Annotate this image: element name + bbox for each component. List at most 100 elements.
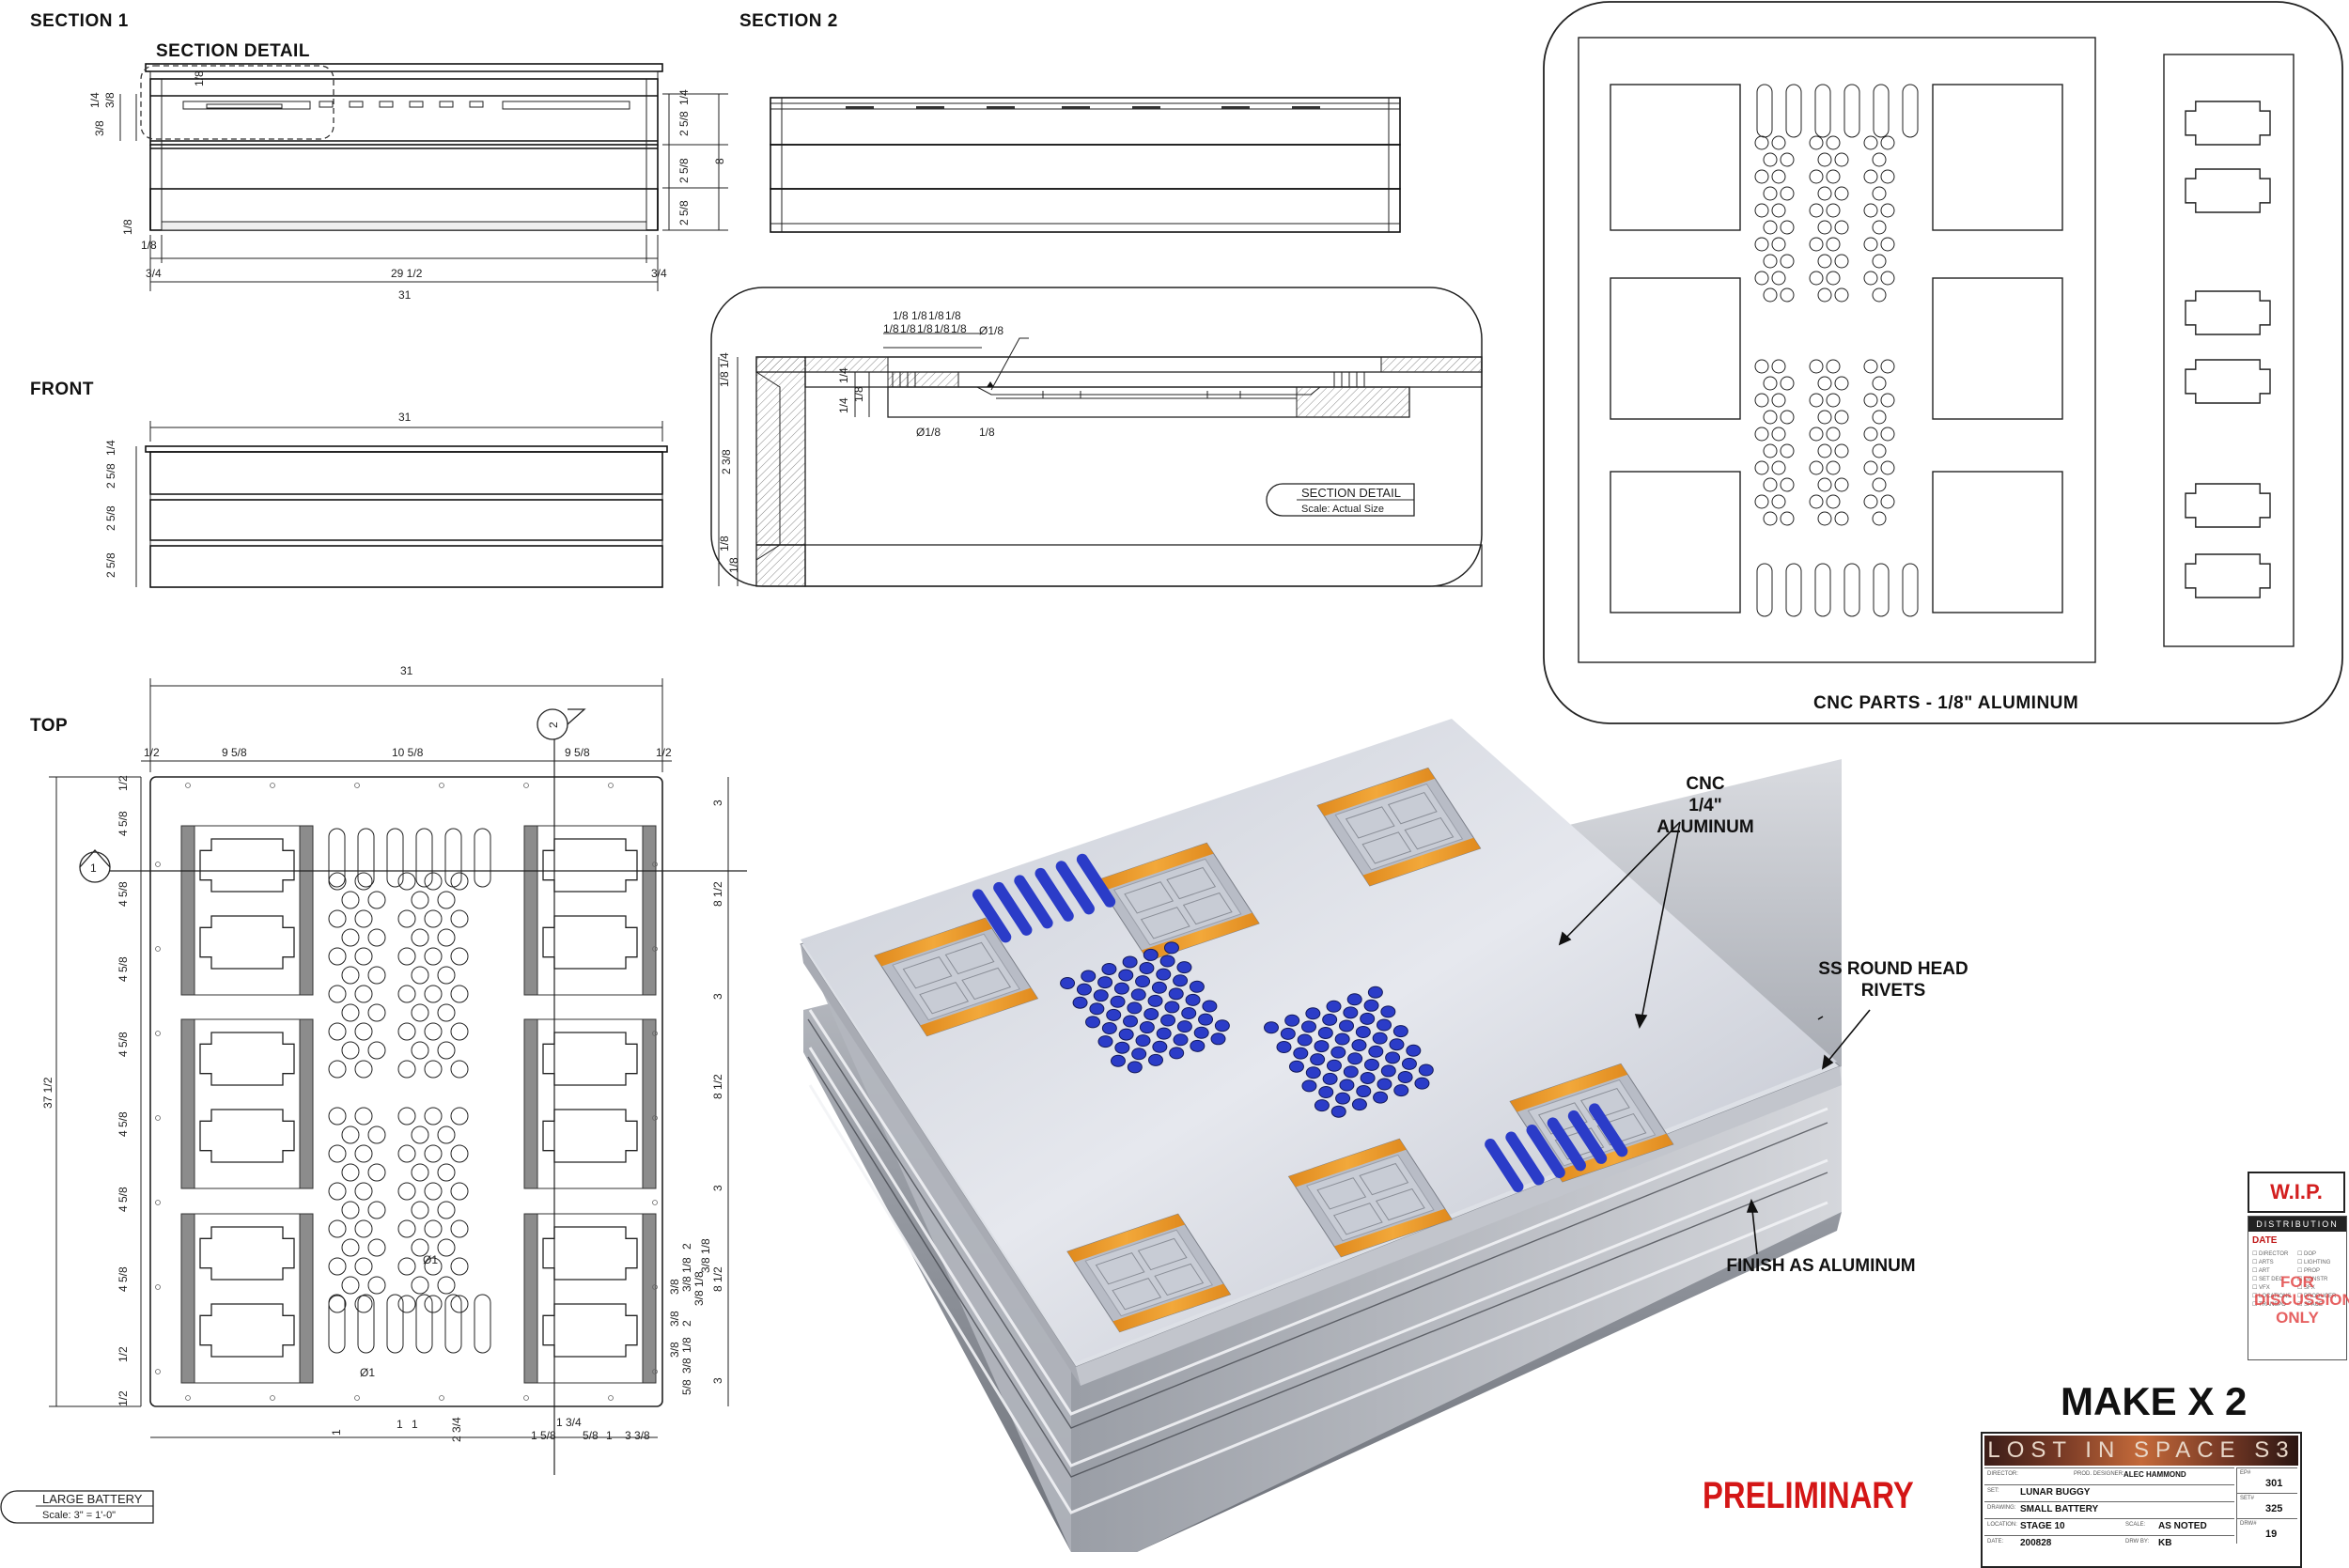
svg-text:3/8: 3/8 — [680, 1276, 693, 1292]
distribution-item: ☐ TRANSPO — [2252, 1302, 2286, 1308]
svg-text:2 5/8: 2 5/8 — [104, 463, 117, 489]
svg-text:4 5/8: 4 5/8 — [117, 881, 130, 907]
svg-text:1/8: 1/8 — [680, 1257, 693, 1273]
svg-text:1/2: 1/2 — [144, 746, 160, 759]
svg-text:3: 3 — [711, 1377, 724, 1384]
svg-text:2 5/8: 2 5/8 — [104, 505, 117, 531]
title-block: LOST IN SPACE S3 DIRECTOR: PROD. DESIGNE… — [1981, 1432, 2302, 1568]
distribution-item: ☐ SET DEC — [2252, 1277, 2283, 1282]
svg-text:1/4: 1/4 — [718, 352, 731, 368]
svg-text:2 5/8: 2 5/8 — [677, 158, 691, 183]
svg-text:4 5/8: 4 5/8 — [117, 1266, 130, 1292]
svg-text:1: 1 — [397, 1418, 403, 1431]
svg-text:1/8: 1/8 — [951, 322, 967, 335]
svg-text:1/2: 1/2 — [117, 1346, 130, 1362]
callout-finish: FINISH AS ALUMINUM — [1726, 1256, 1916, 1276]
wip-stamp: W.I.P. — [2248, 1172, 2345, 1213]
svg-text:5/8: 5/8 — [680, 1379, 693, 1395]
svg-text:1/2: 1/2 — [117, 775, 130, 791]
svg-text:3/8: 3/8 — [692, 1290, 706, 1306]
callout-cnc-line2: 1/4" ALUMINUM — [1657, 796, 1754, 837]
svg-text:3: 3 — [711, 1185, 724, 1191]
svg-text:4 5/8: 4 5/8 — [117, 956, 130, 982]
distribution-header: DISTRIBUTION — [2248, 1217, 2346, 1232]
top-plate — [149, 776, 663, 1407]
tb-row-director: DIRECTOR: PROD. DESIGNER: ALEC HAMMOND — [1984, 1467, 2234, 1483]
section-detail-view — [710, 287, 1483, 587]
svg-text:8 1/2: 8 1/2 — [711, 881, 724, 907]
view-label-top: TOP — [30, 716, 69, 736]
svg-text:1/8: 1/8 — [945, 309, 961, 322]
tb-draw-number: DRW# 19 — [2236, 1518, 2297, 1544]
svg-text:Ø1: Ø1 — [423, 1253, 438, 1266]
svg-text:1/2: 1/2 — [656, 746, 672, 759]
distribution-item: ☐ ART — [2252, 1268, 2270, 1274]
svg-text:3/8: 3/8 — [103, 92, 117, 108]
svg-text:Ø1/8: Ø1/8 — [916, 426, 941, 439]
svg-text:1: 1 — [412, 1418, 418, 1431]
battery-render — [800, 719, 1842, 1552]
section-detail-tag — [1266, 483, 1415, 517]
svg-text:2 5/8: 2 5/8 — [104, 552, 117, 578]
view-label-front: FRONT — [30, 380, 94, 399]
svg-text:2: 2 — [680, 1243, 693, 1250]
svg-text:Ø1/8: Ø1/8 — [979, 324, 1003, 337]
svg-text:1/4: 1/4 — [104, 440, 117, 456]
svg-text:2 5/8: 2 5/8 — [677, 200, 691, 225]
section-2-view — [770, 97, 1401, 233]
svg-text:1/4: 1/4 — [88, 92, 101, 108]
section-1-dimensions: 1/8 1/4 3/8 3/8 1/4 2 5/8 2 5/8 2 5/8 8 … — [88, 70, 726, 302]
tb-row-drawing: DRAWING: SMALL BATTERY — [1984, 1501, 2234, 1517]
discussion-stamp: FOR DISCUSSION ONLY — [2254, 1273, 2349, 1327]
svg-text:1/4: 1/4 — [677, 89, 691, 105]
section-detail-tag-scale: Scale: Actual Size — [1301, 504, 1384, 515]
svg-text:8: 8 — [713, 158, 726, 164]
top-dimensions: 31 1/2 9 5/8 10 5/8 9 5/8 1/2 37 1/2 1/2… — [41, 664, 724, 1521]
svg-text:2 5/8: 2 5/8 — [677, 111, 691, 136]
section-marker-2-label: 2 — [547, 722, 560, 728]
cnc-parts-view — [1543, 1, 2343, 724]
svg-text:8 1/2: 8 1/2 — [711, 1074, 724, 1099]
svg-text:3/8: 3/8 — [668, 1311, 681, 1327]
svg-text:3/4: 3/4 — [651, 267, 667, 280]
svg-text:31: 31 — [400, 664, 413, 677]
svg-text:1/4: 1/4 — [837, 397, 850, 413]
svg-text:9 5/8: 9 5/8 — [222, 746, 247, 759]
tb-row-location: LOCATION: STAGE 10 SCALE: AS NOTED — [1984, 1518, 2234, 1534]
section-marker-1-label: 1 — [90, 862, 97, 875]
distribution-item: ☐ PROP — [2297, 1268, 2321, 1274]
svg-text:1/8: 1/8 — [692, 1271, 706, 1287]
distribution-item: ☐ DIRECTOR — [2252, 1251, 2289, 1257]
view-label-section-1: SECTION 1 — [30, 11, 129, 31]
svg-text:1/4: 1/4 — [837, 367, 850, 383]
show-logo: LOST IN SPACE S3 — [1984, 1436, 2298, 1466]
svg-text:4 5/8: 4 5/8 — [117, 1032, 130, 1057]
distribution-item: ☐ DOP — [2297, 1251, 2317, 1257]
svg-text:1/8: 1/8 — [121, 219, 134, 235]
distribution-item: ☐ LIGHTING — [2297, 1260, 2331, 1265]
svg-text:4 5/8: 4 5/8 — [117, 811, 130, 836]
svg-text:3: 3 — [711, 993, 724, 1000]
section-detail-dimensions: 1/8 1/8 1/8 1/8 1/8 1/8 1/8 1/8 1/8 Ø1/8… — [718, 309, 1401, 573]
distribution-item: ☐ ARTS — [2252, 1260, 2274, 1265]
section-detail-callout — [140, 65, 334, 140]
svg-text:4 5/8: 4 5/8 — [117, 1187, 130, 1212]
distribution-box: DISTRIBUTION DATE ☐ DIRECTOR☐ DOP☐ ARTS☐… — [2248, 1216, 2349, 1360]
svg-text:Ø1: Ø1 — [360, 1366, 375, 1379]
callout-rivets-line1: SS ROUND HEAD — [1818, 959, 1968, 979]
svg-text:3/8: 3/8 — [699, 1257, 712, 1273]
svg-text:37 1/2: 37 1/2 — [41, 1077, 54, 1109]
svg-text:1/8: 1/8 — [141, 239, 157, 252]
svg-text:1/8: 1/8 — [883, 322, 899, 335]
svg-text:1/8: 1/8 — [928, 309, 944, 322]
svg-text:1/8: 1/8 — [893, 309, 909, 322]
section-1-view — [119, 63, 728, 291]
tb-episode: EP# 301 — [2236, 1467, 2297, 1493]
tb-set-number: SET# 325 — [2236, 1493, 2297, 1518]
large-battery-tag — [0, 1490, 154, 1524]
svg-text:2 3/4: 2 3/4 — [450, 1417, 463, 1442]
callout-cnc-line1: CNC — [1686, 774, 1725, 794]
svg-text:1/8: 1/8 — [680, 1337, 693, 1353]
svg-text:3/8: 3/8 — [668, 1279, 681, 1295]
front-dimensions: 31 1/4 2 5/8 2 5/8 2 5/8 — [104, 411, 412, 578]
